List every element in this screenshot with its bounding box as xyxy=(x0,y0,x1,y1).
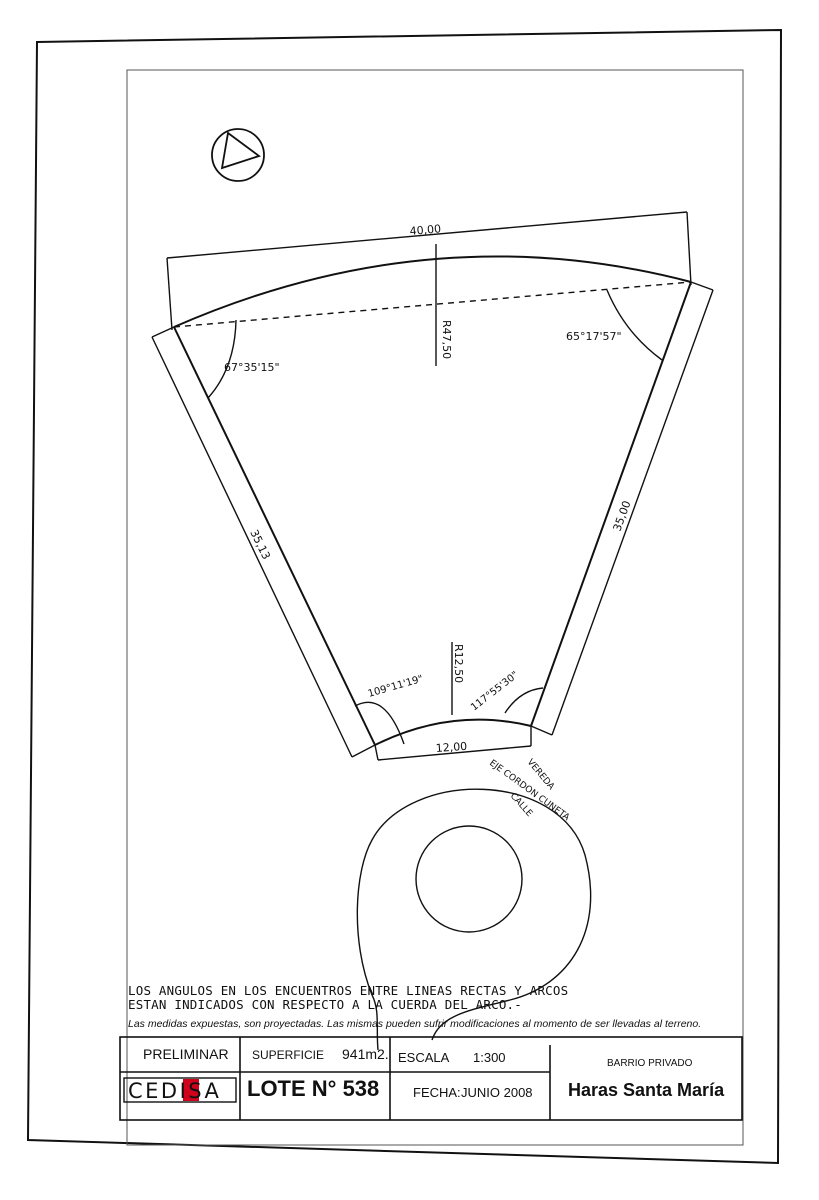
left-boundary xyxy=(173,326,376,746)
neighborhood-name: Haras Santa María xyxy=(568,1080,725,1100)
logo-text: CEDISA xyxy=(128,1079,221,1103)
chord-line xyxy=(173,281,692,328)
scale-label: ESCALA xyxy=(398,1050,450,1065)
street-curb xyxy=(356,788,592,1041)
angle-right-label: 65°17'57" xyxy=(566,330,622,343)
dim-right-label: 35,00 xyxy=(611,499,634,533)
dim-bottom-label: 12,00 xyxy=(435,740,467,755)
north-arrow-icon xyxy=(211,128,265,182)
lot-outline xyxy=(173,255,692,746)
angle-bottom-left-label: 109°11'19" xyxy=(367,674,425,700)
angle-left-label: 67°35'15" xyxy=(224,361,280,374)
angle-bottom-right-label: 117°55'30" xyxy=(469,670,521,714)
scale-value: 1:300 xyxy=(473,1050,506,1065)
note-line-1: LOS ANGULOS EN LOS ENCUENTROS ENTRE LINE… xyxy=(128,983,569,998)
plan-notes: LOS ANGULOS EN LOS ENCUENTROS ENTRE LINE… xyxy=(128,983,743,1031)
outer-frame xyxy=(26,28,783,1165)
title-block-grid xyxy=(119,1036,743,1121)
surface-label: SUPERFICIE xyxy=(252,1048,325,1062)
front-arc-top xyxy=(173,255,692,328)
roundabout-island xyxy=(415,825,523,933)
dim-top-label: 40,00 xyxy=(409,222,442,238)
right-boundary xyxy=(530,281,692,727)
neighborhood-type: BARRIO PRIVADO xyxy=(607,1058,693,1069)
radius-top-label: R47,50 xyxy=(440,320,453,359)
cedisa-logo: CEDISA xyxy=(123,1077,237,1103)
note-line-2: ESTAN INDICADOS CON RESPECTO A LA CUERDA… xyxy=(128,997,523,1012)
surface-value: 941m2. xyxy=(342,1046,389,1062)
status-label: PRELIMINAR xyxy=(143,1046,229,1062)
dimension-lines xyxy=(151,211,714,761)
lot-number: LOTE N° 538 xyxy=(247,1076,380,1101)
street-cul-de-sac xyxy=(356,788,592,1051)
inner-frame xyxy=(126,69,744,1146)
radius-bottom-label: R12,50 xyxy=(452,644,465,683)
disclaimer-note: Las medidas expuestas, son proyectadas. … xyxy=(128,1018,702,1030)
angle-arcs xyxy=(207,289,663,745)
rear-arc-bottom xyxy=(374,718,532,746)
date-value: JUNIO 2008 xyxy=(461,1085,533,1100)
date-label: FECHA: xyxy=(413,1085,461,1100)
